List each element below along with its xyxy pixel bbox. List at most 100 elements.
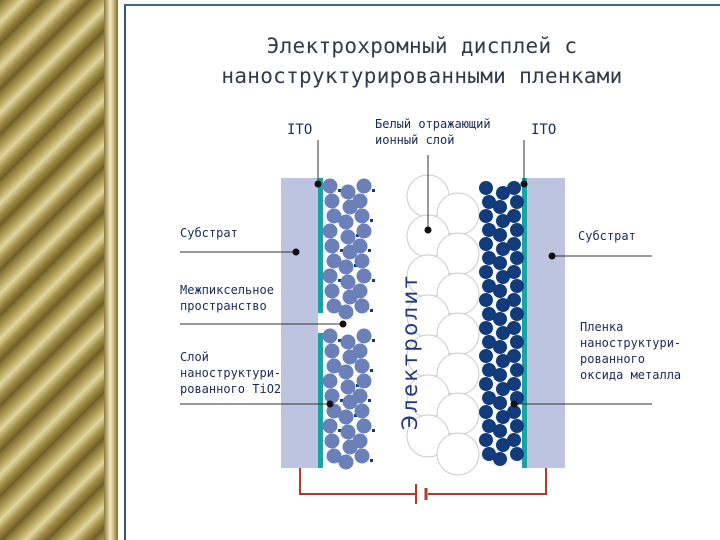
tio2-label-1: Слой [180, 350, 209, 364]
tio2-dot [354, 414, 357, 417]
tio2-dot [372, 279, 375, 282]
electrolyte-label: Электролит [398, 273, 422, 430]
oxide-particle [493, 424, 507, 438]
tio2-particle [322, 373, 338, 389]
title-line-1: Электрохромный дисплей с [266, 34, 578, 58]
oxide-particle [482, 223, 496, 237]
tio2-dot [370, 369, 373, 372]
tio2-particle [354, 358, 370, 374]
film-label-4: оксида металла [580, 368, 682, 382]
tio2-particle [338, 259, 354, 275]
leader-dot [314, 180, 322, 188]
tio2-particle [340, 274, 356, 290]
white-layer-label-2: ионный слой [375, 133, 455, 147]
tio2-particle [354, 448, 370, 464]
oxide-particle [510, 195, 524, 209]
tio2-dot [368, 399, 371, 402]
tio2-particle [356, 223, 372, 239]
tio2-particle [356, 178, 372, 194]
tio2-particle [354, 253, 370, 269]
tio2-particle [324, 433, 340, 449]
oxide-particle [493, 256, 507, 270]
tio2-dot [338, 429, 341, 432]
oxide-particle [496, 410, 510, 424]
oxide-particle [479, 349, 493, 363]
leader-dot [510, 400, 518, 408]
oxide-particle [479, 265, 493, 279]
tio2-particle [322, 418, 338, 434]
tio2-dot [356, 234, 359, 237]
film-label-3: рованного [580, 352, 646, 366]
oxide-particle [496, 186, 510, 200]
white-layer-label-1: Белый отражающий [375, 117, 491, 131]
title-line-2: наноструктурированными пленками [221, 64, 623, 88]
tio2-dot [356, 384, 359, 387]
oxide-particle [482, 391, 496, 405]
oxide-particle [507, 237, 521, 251]
tio2-dot [370, 309, 373, 312]
film-label-2: наноструктури- [580, 336, 682, 350]
oxide-particle [482, 363, 496, 377]
tio2-particle [338, 214, 354, 230]
tio2-particle [326, 358, 342, 374]
ito-left-lower [318, 333, 323, 468]
oxide-particle [479, 293, 493, 307]
oxide-particle [496, 326, 510, 340]
ito-right-label: ITO [531, 122, 557, 138]
substrate-left [281, 178, 318, 468]
oxide-particle [507, 321, 521, 335]
oxide-particle [507, 293, 521, 307]
tio2-particle [340, 379, 356, 395]
oxide-particle [482, 335, 496, 349]
tio2-particle [340, 184, 356, 200]
tio2-particle [352, 193, 368, 209]
tio2-particle [322, 178, 338, 194]
leader-dot [520, 180, 528, 188]
circuit-wire-left [299, 468, 416, 495]
oxide-particle [496, 270, 510, 284]
decorative-frame [0, 0, 104, 540]
oxide-particle [493, 396, 507, 410]
oxide-particle [510, 363, 524, 377]
circuit [299, 468, 547, 504]
oxide-particle [496, 354, 510, 368]
tio2-particle [356, 328, 372, 344]
tio2-particles [322, 178, 375, 470]
oxide-particle [507, 209, 521, 223]
tio2-particle [326, 253, 342, 269]
substrate-right-label: Субстрат [578, 229, 636, 243]
oxide-particle [493, 452, 507, 466]
oxide-particle [482, 447, 496, 461]
tio2-particle [356, 373, 372, 389]
leader-dot [292, 248, 300, 256]
slide-border [124, 4, 720, 6]
oxide-particle [507, 433, 521, 447]
oxide-particle [479, 237, 493, 251]
tio2-particle [340, 229, 356, 245]
tio2-particle [352, 238, 368, 254]
tio2-dot [370, 219, 373, 222]
leader-dot [424, 226, 432, 234]
leader-dot [548, 252, 556, 260]
oxide-particle [510, 307, 524, 321]
tio2-particle [340, 334, 356, 350]
interpixel-label-2: пространство [180, 299, 267, 313]
oxide-particle [493, 228, 507, 242]
tio2-dot [338, 339, 341, 342]
tio2-particle [324, 238, 340, 254]
tio2-dot [340, 249, 343, 252]
tio2-particle [324, 193, 340, 209]
substrate-left-label: Субстрат [180, 226, 238, 240]
oxide-particle [493, 200, 507, 214]
oxide-particle [493, 312, 507, 326]
oxide-particle [482, 279, 496, 293]
ito-left-label: ITO [287, 122, 313, 138]
leader-dot [339, 320, 347, 328]
tio2-particle [340, 424, 356, 440]
tio2-particle [352, 343, 368, 359]
oxide-particle [482, 419, 496, 433]
white-ion-particle [436, 432, 480, 476]
oxide-particle [507, 181, 521, 195]
oxide-particle [496, 242, 510, 256]
interpixel-label-1: Межпиксельное [180, 283, 274, 297]
